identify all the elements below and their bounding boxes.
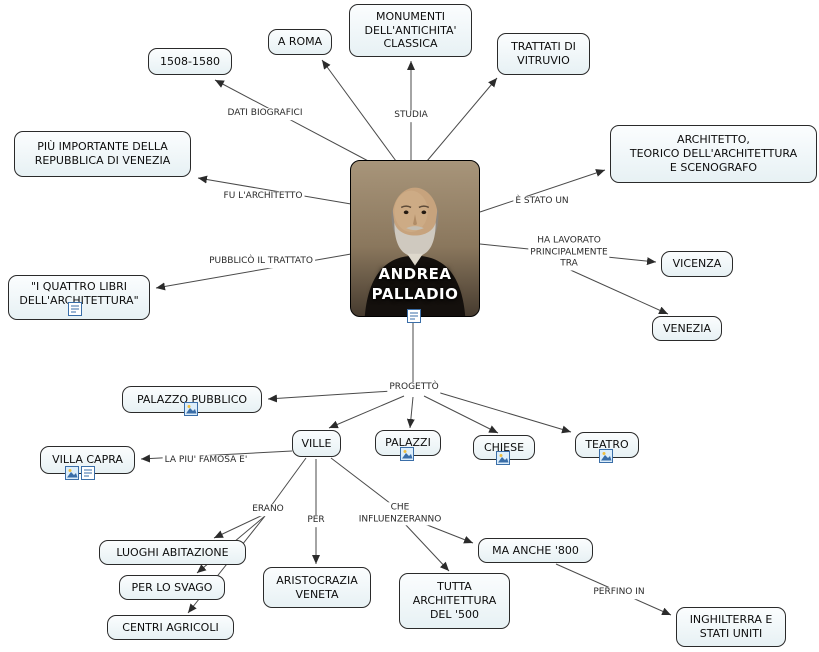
node-a-roma[interactable]: A ROMA [268,29,332,55]
center-node-label: ANDREA PALLADIO [351,265,479,304]
node-ma-anche-800[interactable]: MA ANCHE '800 [478,538,593,563]
node-venezia[interactable]: VENEZIA [652,316,722,341]
edge-label-per[interactable]: PER [305,515,327,527]
node-andrea-palladio[interactable]: ANDREA PALLADIO [350,160,480,317]
node-luoghi-abitazione[interactable]: LUOGHI ABITAZIONE [99,540,246,565]
edge-label-fu-architetto[interactable]: FU L'ARCHITETTO [221,191,305,203]
document-resource-icon[interactable] [68,302,82,316]
image-resource-icon[interactable] [184,402,198,416]
document-resource-icon[interactable] [407,309,421,323]
edge-label-progetto[interactable]: PROGETTÒ [387,382,441,394]
node-trattati-vitruvio[interactable]: TRATTATI DI VITRUVIO [497,33,590,75]
image-resource-icon[interactable] [599,449,613,463]
node-tutta-architettura-500[interactable]: TUTTA ARCHITETTURA DEL '500 [399,573,510,629]
node-centri-agricoli[interactable]: CENTRI AGRICOLI [107,615,234,640]
edge-label-perfino-in[interactable]: PERFINO IN [591,587,647,599]
node-architetto-teorico[interactable]: ARCHITETTO, TEORICO DELL'ARCHITETTURA E … [610,125,817,183]
node-piu-importante[interactable]: PIÙ IMPORTANTE DELLA REPUBBLICA DI VENEZ… [14,131,191,177]
edge-label-erano[interactable]: ERANO [250,504,286,516]
node-villa-capra[interactable]: VILLA CAPRA [40,446,135,474]
image-resource-icon[interactable] [400,447,414,461]
node-per-lo-svago[interactable]: PER LO SVAGO [119,575,225,600]
image-resource-icon[interactable] [65,466,79,480]
edge-label-la-piu-famosa[interactable]: LA PIU' FAMOSA E' [162,455,250,467]
edge-label-studia[interactable]: STUDIA [392,110,430,122]
edge-label-dati-biografici[interactable]: DATI BIOGRAFICI [225,108,305,120]
node-aristocrazia-veneta[interactable]: ARISTOCRAZIA VENETA [263,567,371,608]
node-dates[interactable]: 1508-1580 [148,48,232,75]
image-resource-icon[interactable] [496,451,510,465]
palladio-portrait [351,161,479,316]
edge-label-ha-lavorato[interactable]: HA LAVORATO PRINCIPALMENTE TRA [528,235,610,271]
node-ville[interactable]: VILLE [292,430,341,457]
center-label-line2: PALLADIO [371,284,459,303]
edge-label-e-stato-un[interactable]: È STATO UN [513,196,571,208]
node-monumenti-antichita[interactable]: MONUMENTI DELL'ANTICHITA' CLASSICA [349,4,472,57]
node-inghilterra-stati-uniti[interactable]: INGHILTERRA E STATI UNITI [676,607,786,647]
edge-label-pubblico-trattato[interactable]: PUBBLICÒ IL TRATTATO [207,256,315,268]
document-resource-icon[interactable] [81,466,95,480]
edge-label-che-influenzeranno[interactable]: CHE INFLUENZERANNO [356,502,444,526]
node-vicenza[interactable]: VICENZA [661,251,733,277]
center-label-line1: ANDREA [378,265,452,283]
